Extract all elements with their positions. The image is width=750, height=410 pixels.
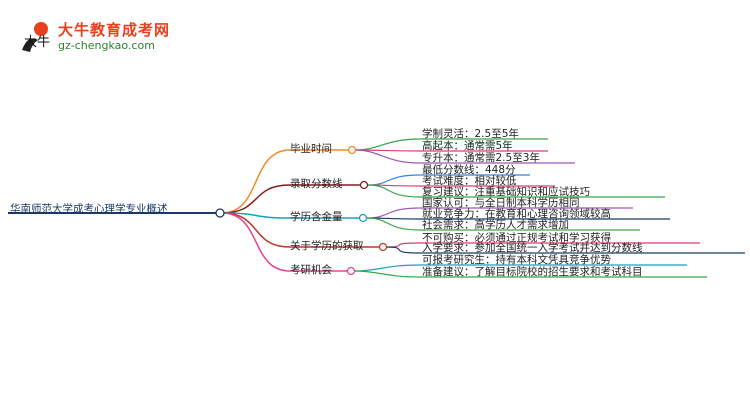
branch-connector <box>221 212 291 219</box>
root-topic: 华南师范大学成考心理学专业概述 <box>10 203 168 215</box>
site-name: 大牛教育成考网 <box>58 21 171 39</box>
branch-connector <box>221 212 291 272</box>
logo-mark-text: 大牛 <box>24 35 50 50</box>
branch-label: 录取分数线 <box>290 178 343 190</box>
leaf-connector <box>385 242 421 248</box>
branch-node-icon <box>347 145 357 155</box>
branch-connector <box>221 149 291 214</box>
leaf-label: 入学要求：参加全国统一入学考试并达到分数线 <box>422 242 643 254</box>
leaf-label: 不可购买：必须通过正规考试和学习获得 <box>422 232 611 244</box>
leaf-connector <box>365 207 421 219</box>
leaf-label: 国家认可：与全日制本科学历相同 <box>422 197 580 209</box>
branch-node-icon <box>378 242 388 252</box>
leaf-connector <box>385 246 421 254</box>
site-url: gz-chengkao.com <box>58 39 155 52</box>
leaf-label: 准备建议：了解目标院校的招生要求和考试科目 <box>422 266 643 278</box>
leaf-connector <box>353 264 421 272</box>
leaf-label: 社会需求：高学历人才需求增加 <box>422 219 569 231</box>
leaf-label: 专升本：通常需2.5至3年 <box>422 152 540 164</box>
leaf-connector <box>366 184 421 198</box>
leaf-label: 就业竞争力：在教育和心理咨询领域较高 <box>422 208 611 220</box>
root-node-icon <box>215 208 225 218</box>
leaf-label: 最低分数线：448分 <box>422 164 516 176</box>
branch-label: 学历含金量 <box>290 211 343 223</box>
leaf-connector <box>365 217 421 231</box>
leaf-connector <box>354 149 421 164</box>
leaf-label: 学制灵活：2.5至5年 <box>422 128 519 140</box>
leaf-connector <box>353 270 421 278</box>
branch-label: 毕业时间 <box>290 143 332 155</box>
site-logo[interactable]: 大牛 大牛教育成考网 gz-chengkao.com <box>12 18 172 58</box>
leaf-connector <box>354 138 421 151</box>
branch-node-icon <box>359 180 369 190</box>
leaf-label: 可报考研究生：持有本科文凭具竞争优势 <box>422 254 611 266</box>
branch-node-icon <box>346 266 356 276</box>
leaf-label: 复习建议：注重基础知识和应试技巧 <box>422 186 590 198</box>
branch-node-icon <box>358 213 368 223</box>
logo-mark-icon: 大牛 <box>22 22 50 52</box>
leaf-label: 高起本：通常需5年 <box>422 140 513 152</box>
leaf-connector <box>366 174 421 186</box>
branch-label: 考研机会 <box>290 264 332 276</box>
branch-label: 关于学历的获取 <box>290 240 364 252</box>
leaf-label: 考试难度：相对较低 <box>422 175 517 187</box>
branch-connector <box>221 184 291 214</box>
